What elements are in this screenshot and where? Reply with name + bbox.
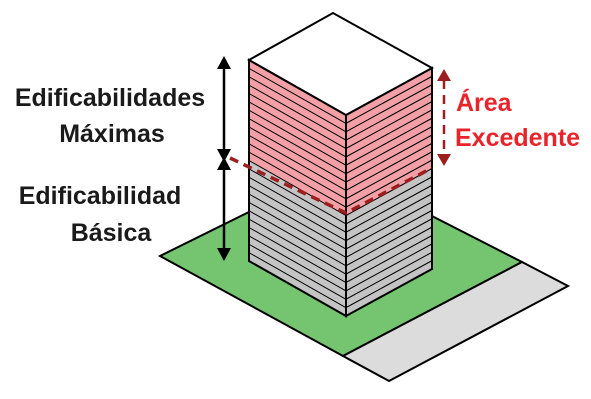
floor-line (248, 227, 433, 284)
floor-line (248, 210, 433, 267)
floor-line (248, 134, 433, 191)
excess-area-label-line2: Excedente (455, 124, 580, 152)
basic-buildability-arrow (217, 157, 231, 261)
basic-arrow-top-head (217, 157, 231, 170)
max-arrow-bottom-head (217, 149, 231, 162)
max-buildability-label-line2: Máximas (59, 120, 165, 148)
basic-buildability-label-line2: Básica (71, 219, 153, 247)
floor-line (248, 126, 433, 183)
basic-arrow-bottom-head (217, 248, 231, 261)
floor-line (248, 67, 433, 124)
floor-line (248, 93, 433, 150)
excess-boundary-line (229, 156, 433, 215)
floor-line (248, 76, 433, 133)
floor-line (248, 252, 433, 309)
floor-line (248, 101, 433, 158)
sidewalk-strip (340, 260, 571, 383)
floor-line (248, 201, 433, 258)
floor-line (248, 218, 433, 275)
excess-arrow-bottom-head (437, 154, 451, 166)
floor-line (248, 109, 433, 166)
floor-line (248, 243, 433, 300)
max-arrow-top-head (217, 56, 231, 69)
floor-line (248, 185, 433, 242)
floor-line (248, 176, 433, 233)
max-buildability-label-line1: Edificabilidades (15, 84, 205, 112)
floor-line (248, 118, 433, 175)
floor-lines (248, 67, 433, 309)
floor-line (248, 143, 433, 200)
floor-line (248, 193, 433, 250)
floor-line (248, 160, 433, 217)
building-roof (246, 11, 435, 117)
floor-line (248, 84, 433, 141)
excess-area-label-line1: Área (456, 88, 513, 117)
excess-area-arrow (437, 69, 451, 166)
floor-line (248, 168, 433, 225)
floor-line (248, 235, 433, 292)
basic-buildability-label-line1: Edificabilidad (19, 182, 182, 210)
max-buildability-arrow (217, 56, 231, 162)
floor-line (248, 151, 433, 208)
excess-arrow-top-head (437, 69, 451, 81)
